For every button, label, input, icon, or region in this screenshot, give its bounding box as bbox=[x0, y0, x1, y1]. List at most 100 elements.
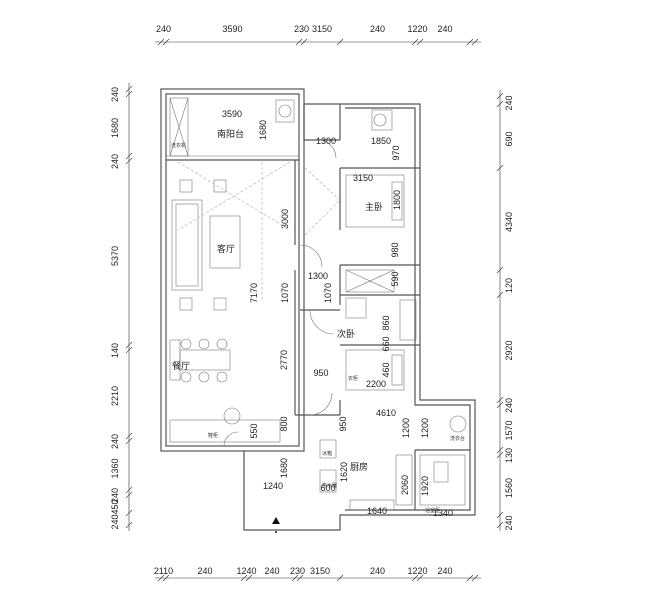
top-dim-tick-4 bbox=[336, 38, 344, 46]
left-dim-label-6: 240 bbox=[110, 434, 120, 449]
left-dim-tick-6 bbox=[125, 432, 133, 440]
interior-dim-15: 660 bbox=[381, 336, 391, 351]
interior-dim-18: 950 bbox=[313, 368, 328, 378]
interior-dim-21: 800 bbox=[279, 416, 289, 431]
right-dim-label-0: 240 bbox=[504, 95, 514, 110]
door-swings bbox=[223, 139, 337, 447]
left-dim-tick-3 bbox=[125, 157, 133, 165]
left-dim-label-0: 240 bbox=[110, 87, 120, 102]
entry-dot bbox=[275, 531, 277, 533]
entry-arrow-icon bbox=[272, 517, 280, 524]
interior-dim-11: 1070 bbox=[280, 283, 290, 303]
top-dim-tick-8 bbox=[471, 38, 479, 46]
interior-dim-31: 600 bbox=[320, 483, 335, 493]
right-dim-tick-1 bbox=[496, 100, 504, 108]
left-dim-tick-4 bbox=[125, 341, 133, 349]
label-laundry: 洗衣机 bbox=[171, 142, 186, 149]
right-dim-tick-8 bbox=[496, 451, 504, 459]
furniture bbox=[169, 97, 467, 511]
right-dim-label-7: 130 bbox=[504, 448, 514, 463]
interior-dim-12: 1070 bbox=[323, 283, 333, 303]
right-dim-tick-10 bbox=[496, 521, 504, 529]
right-dim-label-6: 1570 bbox=[504, 420, 514, 440]
left-dim-tick-7 bbox=[125, 437, 133, 445]
left-dim-tick-11 bbox=[125, 521, 133, 529]
bottom-dim-tick-7 bbox=[411, 574, 419, 582]
interior-dim-8: 980 bbox=[390, 242, 400, 257]
interior-dim-10: 1300 bbox=[308, 271, 328, 281]
interior-dim-13: 7170 bbox=[249, 283, 259, 303]
bottom-dim-tick-5 bbox=[296, 574, 304, 582]
right-dim-tick-0 bbox=[496, 92, 504, 100]
interior-dim-1: 1680 bbox=[258, 120, 268, 140]
bottom-dim-tick-8 bbox=[416, 574, 424, 582]
right-dim-tick-9 bbox=[496, 511, 504, 519]
interior-dim-25: 550 bbox=[249, 423, 259, 438]
room-south-balcony: 南阳台 bbox=[217, 128, 244, 140]
interior-dim-9: 590 bbox=[390, 271, 400, 286]
right-dim-tick-2 bbox=[496, 164, 504, 172]
top-dim-label-2: 230 bbox=[294, 24, 309, 34]
interior-dim-26: 1680 bbox=[279, 458, 289, 478]
top-dim-tick-6 bbox=[416, 38, 424, 46]
right-dim-tick-5 bbox=[496, 396, 504, 404]
left-dim-label-4: 140 bbox=[110, 343, 120, 358]
top-dim-tick-0 bbox=[157, 38, 165, 46]
interior-dim-24: 1200 bbox=[420, 418, 430, 438]
bottom-dim-label-1: 240 bbox=[197, 566, 212, 576]
interior-walls bbox=[166, 139, 470, 510]
top-dim-label-5: 1220 bbox=[407, 24, 427, 34]
bottom-dim-label-8: 240 bbox=[437, 566, 452, 576]
bottom-dim-label-2: 1240 bbox=[236, 566, 256, 576]
right-dim-label-3: 120 bbox=[504, 278, 514, 293]
label-fridge: 冰箱 bbox=[322, 450, 332, 457]
bottom-dim-label-0: 2110 bbox=[154, 566, 173, 576]
left-dim-label-5: 2210 bbox=[110, 386, 120, 406]
right-dim-label-9: 240 bbox=[504, 515, 514, 530]
top-dim-tick-7 bbox=[466, 38, 474, 46]
bottom-dim-label-3: 240 bbox=[264, 566, 279, 576]
interior-dim-5: 3150 bbox=[353, 173, 373, 183]
bottom-dim-tick-3 bbox=[245, 574, 253, 582]
label-wardrobe: 衣柜 bbox=[348, 375, 358, 382]
room-second-bedroom: 次卧 bbox=[337, 328, 355, 340]
right-dim-label-1: 690 bbox=[504, 131, 514, 146]
label-bathroom-cabinet: 浴室柜 bbox=[425, 507, 440, 514]
interior-dim-29: 1920 bbox=[420, 476, 430, 496]
interior-dim-28: 2060 bbox=[400, 475, 410, 495]
left-dim-tick-2 bbox=[125, 152, 133, 160]
interior-dim-3: 1850 bbox=[371, 136, 391, 146]
bottom-dim-tick-10 bbox=[471, 574, 479, 582]
interior-dim-22: 950 bbox=[338, 416, 348, 431]
bottom-dim-tick-6 bbox=[336, 574, 344, 582]
room-dining: 餐厅 bbox=[172, 360, 190, 372]
right-dim-tick-3 bbox=[496, 266, 504, 274]
bottom-dim-tick-9 bbox=[466, 574, 474, 582]
room-master-bedroom: 主卧 bbox=[365, 201, 383, 213]
left-dim-label-1: 1680 bbox=[110, 118, 120, 138]
label-shoe-cabinet: 鞋柜 bbox=[208, 432, 218, 439]
top-dim-label-4: 240 bbox=[370, 24, 385, 34]
room-kitchen: 厨房 bbox=[350, 461, 368, 473]
label-water-heater: 热水器 bbox=[322, 482, 337, 489]
right-dim-tick-6 bbox=[496, 401, 504, 409]
interior-dim-0: 3590 bbox=[222, 109, 242, 119]
right-dim-tick-4 bbox=[496, 291, 504, 299]
exterior-walls bbox=[160, 88, 476, 531]
right-dim-tick-7 bbox=[496, 446, 504, 454]
bottom-dim-tick-2 bbox=[240, 574, 248, 582]
left-dim-label-10: 240 bbox=[110, 514, 120, 529]
fixture-labels: 洗衣机 冰箱 衣柜 热水器 洗衣台 鞋柜 浴室柜 bbox=[171, 142, 465, 514]
room-labels: 南阳台 客厅 主卧 次卧 餐厅 厨房 bbox=[172, 128, 383, 473]
interior-dim-14: 860 bbox=[381, 315, 391, 330]
room-living: 客厅 bbox=[217, 243, 235, 255]
interior-dim-30: 1240 bbox=[263, 481, 283, 491]
guide-lines bbox=[177, 161, 341, 300]
top-dim-label-6: 240 bbox=[437, 24, 452, 34]
bottom-dim-tick-1 bbox=[162, 574, 170, 582]
top-dim-label-1: 3590 bbox=[222, 24, 242, 34]
left-dim-tick-9 bbox=[125, 491, 133, 499]
